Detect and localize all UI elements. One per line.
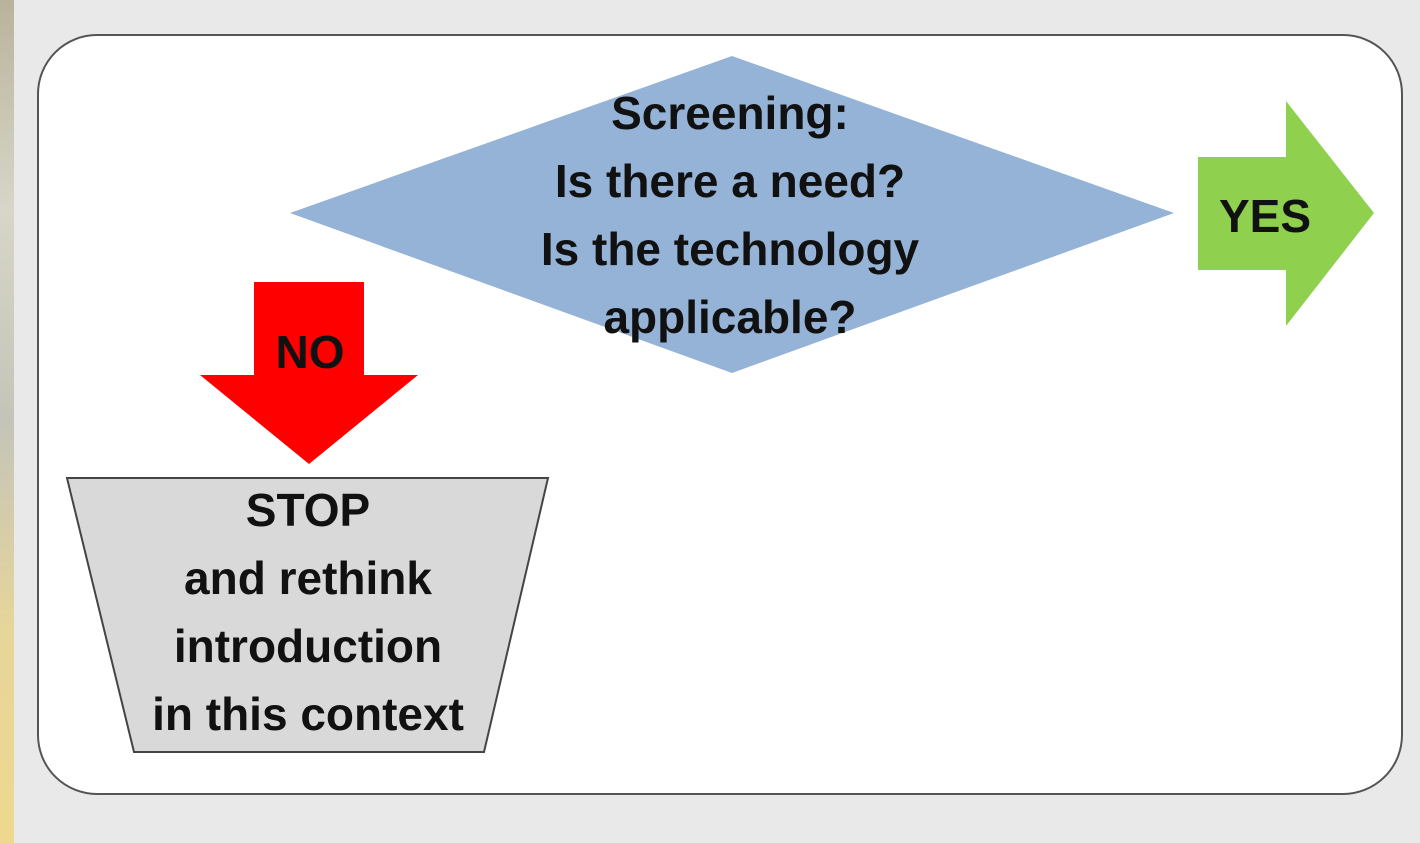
no-label: NO (275, 326, 345, 378)
yes-label: YES (1218, 190, 1312, 242)
background-photo-strip (0, 0, 14, 843)
decision-diamond (290, 56, 1174, 373)
stop-trapezoid (65, 477, 550, 753)
yes-arrow (1198, 101, 1374, 326)
decision-text: Screening: Is there a need? Is the techn… (540, 87, 920, 343)
stop-text: STOP and rethink introduction in this co… (152, 484, 464, 740)
no-arrow (200, 282, 418, 464)
